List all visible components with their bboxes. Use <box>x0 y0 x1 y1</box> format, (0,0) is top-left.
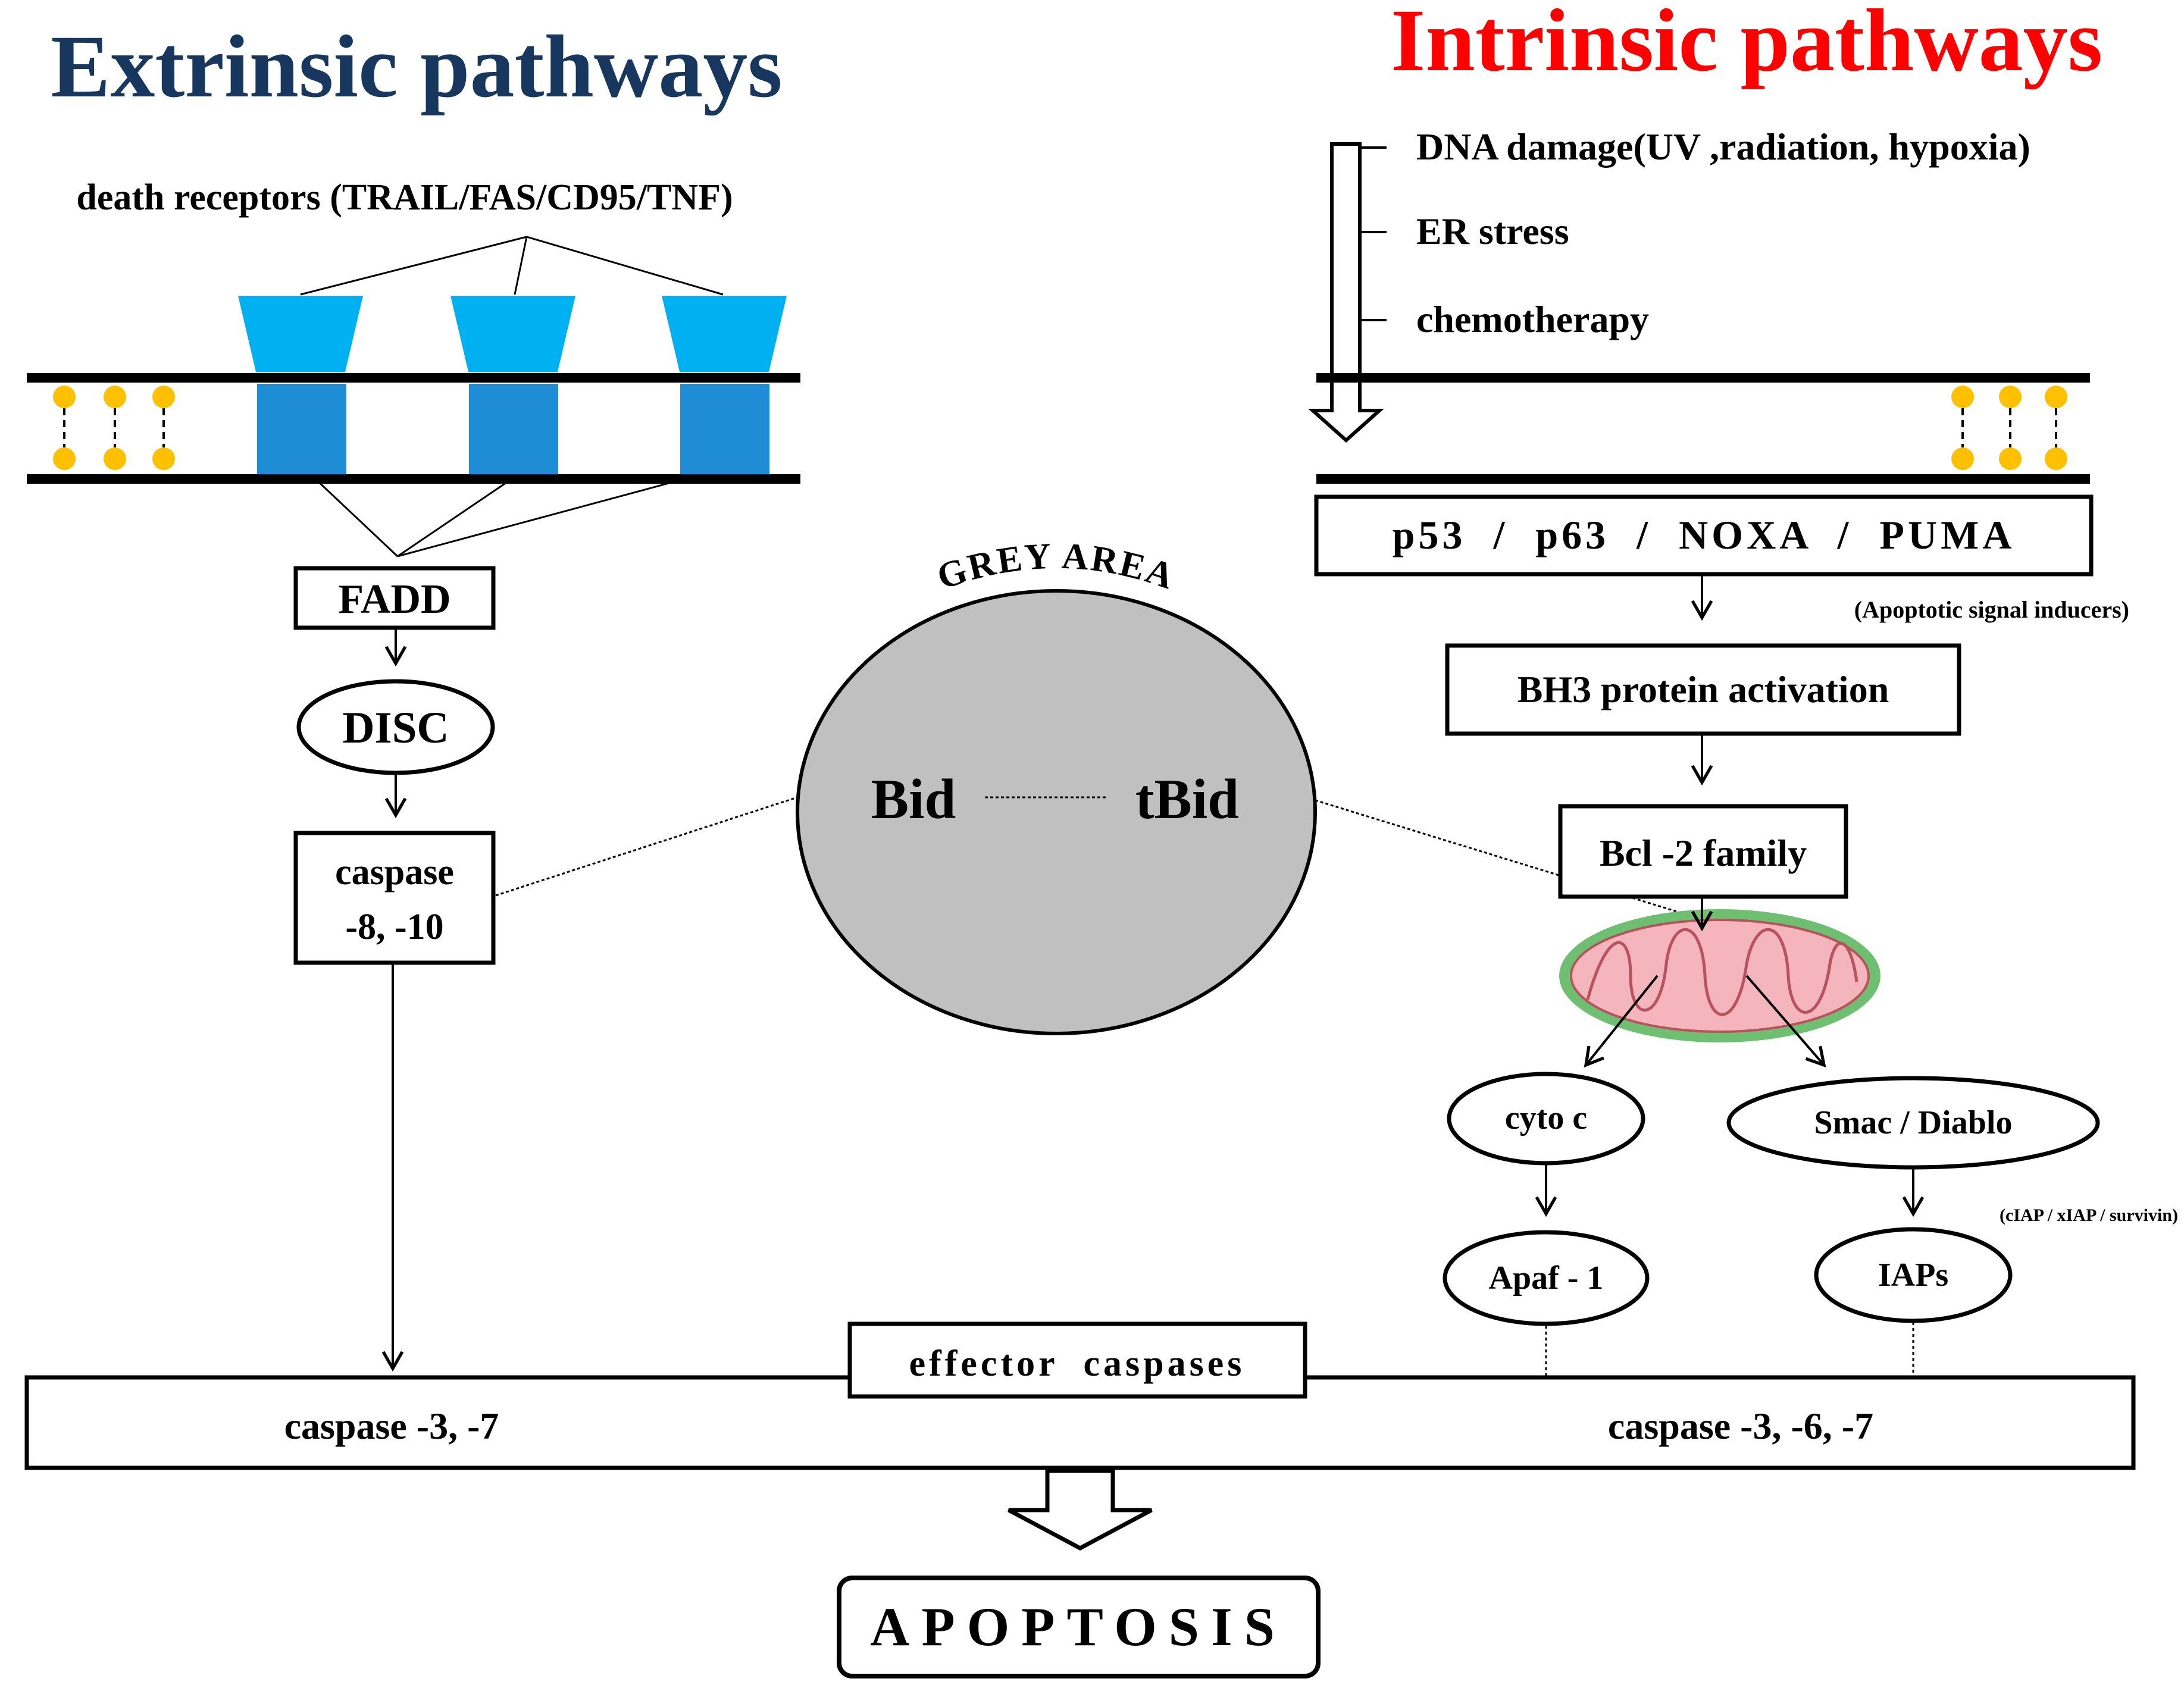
grey-to-caspase-link <box>495 796 798 897</box>
apoptosis-box <box>837 1576 1321 1678</box>
stimulus-arrow <box>1308 142 1384 443</box>
stimulus-ticks <box>1360 146 1387 321</box>
bcl2-box <box>1558 804 1848 899</box>
fadd-bracket <box>314 478 685 558</box>
tbid-label: tBid <box>1135 768 1239 831</box>
fadd-box <box>293 566 496 630</box>
caspase-8-10-box <box>293 831 496 965</box>
grey-area-label: GREY AREA <box>932 536 1180 598</box>
caspase-8-10-line2: -8, -10 <box>345 907 443 947</box>
cyto-c-label: cyto c <box>1505 1100 1587 1136</box>
caspase-8-10-line1: caspase <box>335 852 454 892</box>
stimulus-er-stress: ER stress <box>1416 210 1569 252</box>
arrow-mito-cytoc <box>1584 975 1659 1068</box>
intrinsic-title: Intrinsic pathways <box>1391 0 2102 90</box>
inducers-box <box>1314 494 2094 577</box>
disc-ellipse <box>296 679 495 775</box>
extrinsic-title: Extrinsic pathways <box>51 17 782 116</box>
receptor-bracket <box>300 236 724 296</box>
apaf-label: Apaf - 1 <box>1489 1260 1604 1296</box>
mitochondrion-icon <box>1559 909 1881 1042</box>
inducers-label: p53 / p63 / NOXA / PUMA <box>1393 512 2016 558</box>
iaps-ellipse <box>1814 1227 2013 1323</box>
lipid-bilayer-left <box>53 386 175 470</box>
iaps-note: (cIAP / xIAP / survivin) <box>2000 1205 2178 1225</box>
iaps-label: IAPs <box>1878 1257 1948 1294</box>
arrow-mito-smac <box>1745 975 1826 1067</box>
stimulus-dna-damage: DNA damage(UV ,radiation, hypoxia) <box>1416 126 2030 168</box>
cyto-c-ellipse <box>1447 1072 1645 1166</box>
stimulus-chemotherapy: chemotherapy <box>1416 298 1649 340</box>
inducers-note: (Apoptotic signal inducers) <box>1854 596 2129 623</box>
death-receptors-label: death receptors (TRAIL/FAS/CD95/TNF) <box>76 177 733 218</box>
disc-label: DISC <box>342 703 449 753</box>
apoptosis-arrow <box>1007 1468 1153 1551</box>
effector-label: effector caspases <box>909 1343 1246 1384</box>
lipid-bilayer-right <box>1951 386 2067 470</box>
bid-label: Bid <box>871 768 956 831</box>
grey-area-ellipse <box>796 589 1317 1035</box>
right-caspases: caspase -3, -6, -7 <box>1608 1405 1873 1447</box>
smac-ellipse <box>1726 1076 2100 1170</box>
apaf-ellipse <box>1443 1230 1650 1326</box>
fadd-label: FADD <box>338 577 450 622</box>
bh3-label: BH3 protein activation <box>1517 668 1889 710</box>
bh3-box <box>1445 643 1961 736</box>
left-caspases: caspase -3, -7 <box>284 1405 499 1447</box>
death-receptor <box>238 296 363 474</box>
smac-label: Smac / Diablo <box>1814 1104 2013 1141</box>
bcl2-label: Bcl -2 family <box>1600 832 1807 874</box>
death-receptor <box>450 296 575 474</box>
apoptosis-label: APOPTOSIS <box>870 1596 1287 1657</box>
death-receptor <box>662 296 787 474</box>
effector-label-box <box>847 1321 1307 1399</box>
